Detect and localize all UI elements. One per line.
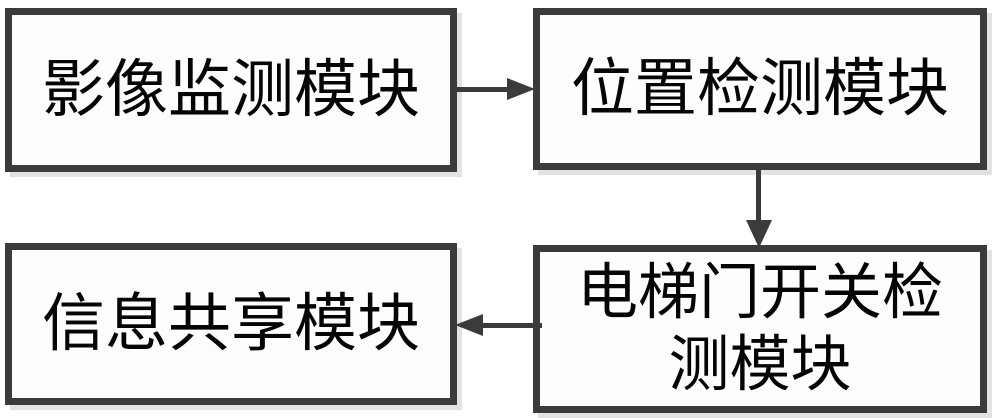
node-image-monitor-label: 影像监测模块	[42, 52, 420, 126]
node-info-share[interactable]: 信息共享模块	[5, 243, 457, 405]
connector-line	[452, 87, 514, 92]
node-door-switch-label: 电梯门开关检 测模块	[576, 257, 943, 400]
arrow-left-icon	[455, 314, 483, 336]
connector-line	[480, 323, 542, 328]
node-position-detect[interactable]: 位置检测模块	[533, 8, 987, 170]
connector-image-to-position	[452, 78, 542, 100]
node-image-monitor[interactable]: 影像监测模块	[5, 8, 457, 172]
arrow-down-icon	[746, 220, 772, 248]
node-position-detect-label: 位置检测模块	[571, 51, 949, 125]
node-door-switch[interactable]: 电梯门开关检 测模块	[533, 245, 987, 413]
connector-door-to-info	[450, 314, 542, 336]
node-info-share-label: 信息共享模块	[42, 286, 420, 360]
arrow-right-icon	[507, 78, 535, 100]
connector-line	[756, 166, 761, 226]
connector-position-to-door	[746, 166, 772, 252]
